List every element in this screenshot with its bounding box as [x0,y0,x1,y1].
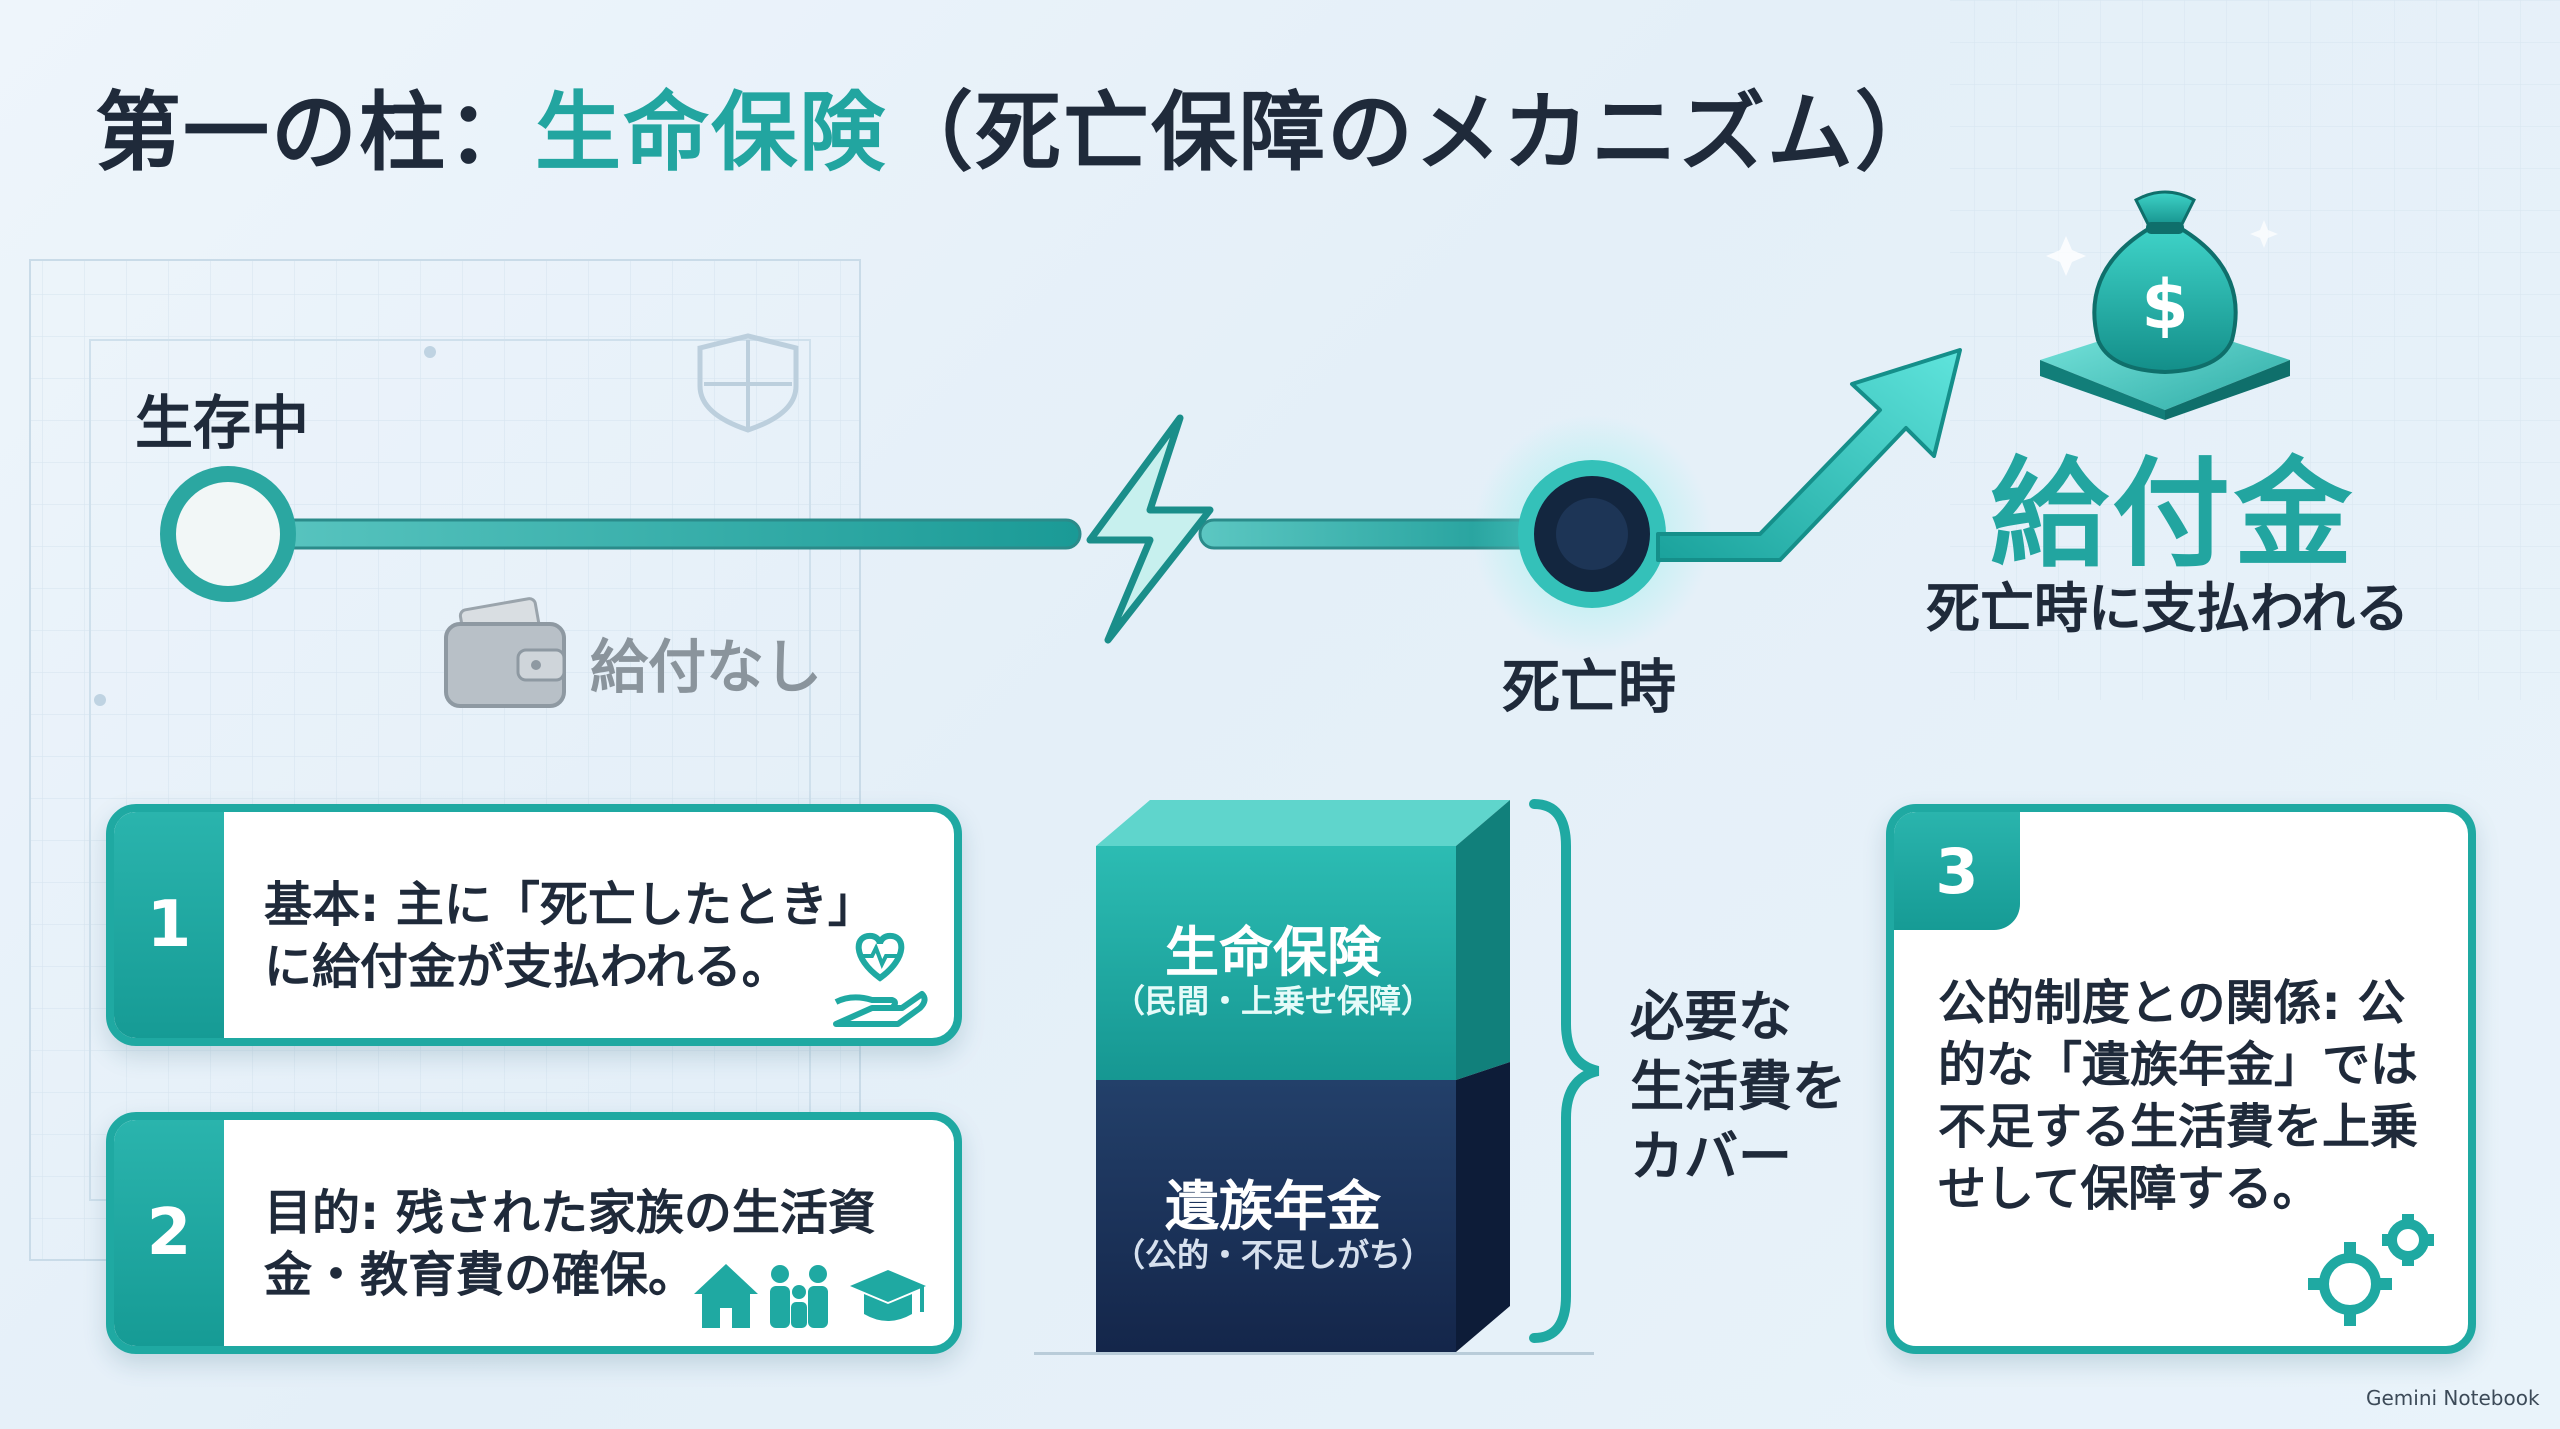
curly-brace [1529,799,1600,1343]
stack-top-side [1456,800,1510,1080]
title-prefix: 第一の柱： [95,83,535,183]
page-title: 第一の柱：生命保険（死亡保障のメカニズム） [95,62,1943,187]
stack-bottom-subtitle: （公的・不足しがち） [1112,1236,1433,1274]
card-basic: 1 基本: 主に「死亡したとき」に給付金が支払われる。 [106,804,962,1046]
card-number: 2 [114,1120,224,1346]
stack-bottom-title: 遺族年金 [1165,1175,1381,1238]
card-public-system: 3 公的制度との関係: 公的な「遺族年金」では不足する生活費を上乗せして保障する… [1886,804,2476,1354]
gears-icon [2308,1214,2434,1326]
stack-top-title: 生命保険 [1165,921,1381,984]
cover-text: 必要な 生活費を カバー [1630,985,1846,1188]
title-suffix: （死亡保障のメカニズム） [887,83,1943,183]
stack-top-subtitle: （民間・上乗せ保障） [1112,982,1433,1020]
svg-text:$: $ [2141,266,2188,345]
alive-label: 生存中 [135,389,310,457]
stack-top-lid [1096,800,1510,846]
house-icon [694,1264,758,1328]
benefit-arrow [1656,348,1962,562]
no-benefit-label: 給付なし [590,633,823,701]
heart-hand-icon [833,932,928,1027]
benefit-title: 給付金 [1990,445,2357,583]
stack-bottom-side [1456,1062,1510,1352]
wallet-icon [444,597,566,708]
alive-node [160,466,296,602]
footer-brand: Gemini Notebook [2366,1386,2540,1410]
money-bag-icon: $ [2040,190,2290,420]
card-text: 基本: 主に「死亡したとき」に給付金が支払われる。 [264,877,876,995]
stack-bottom-front [1096,1080,1456,1352]
stack-top-front [1096,846,1456,1080]
card-number: 3 [1894,812,2020,930]
graduation-cap-icon [850,1270,926,1321]
house-family-graduation-icon [694,1264,926,1328]
card-text: 公的制度との関係: 公的な「遺族年金」では不足する生活費を上乗せして保障する。 [1938,975,2419,1217]
card-number: 1 [114,812,224,1038]
family-icon [770,1265,828,1328]
benefit-subtitle: 死亡時に支払われる [1926,577,2410,640]
timeline-line-left [218,518,1082,550]
card-text: 目的: 残された家族の生活資金・教育費の確保。 [264,1185,876,1303]
title-highlight: 生命保険 [535,83,887,183]
death-label: 死亡時 [1502,653,1677,721]
coverage-stack [1034,800,1594,1355]
lightning-bolt-icon [1086,414,1214,644]
